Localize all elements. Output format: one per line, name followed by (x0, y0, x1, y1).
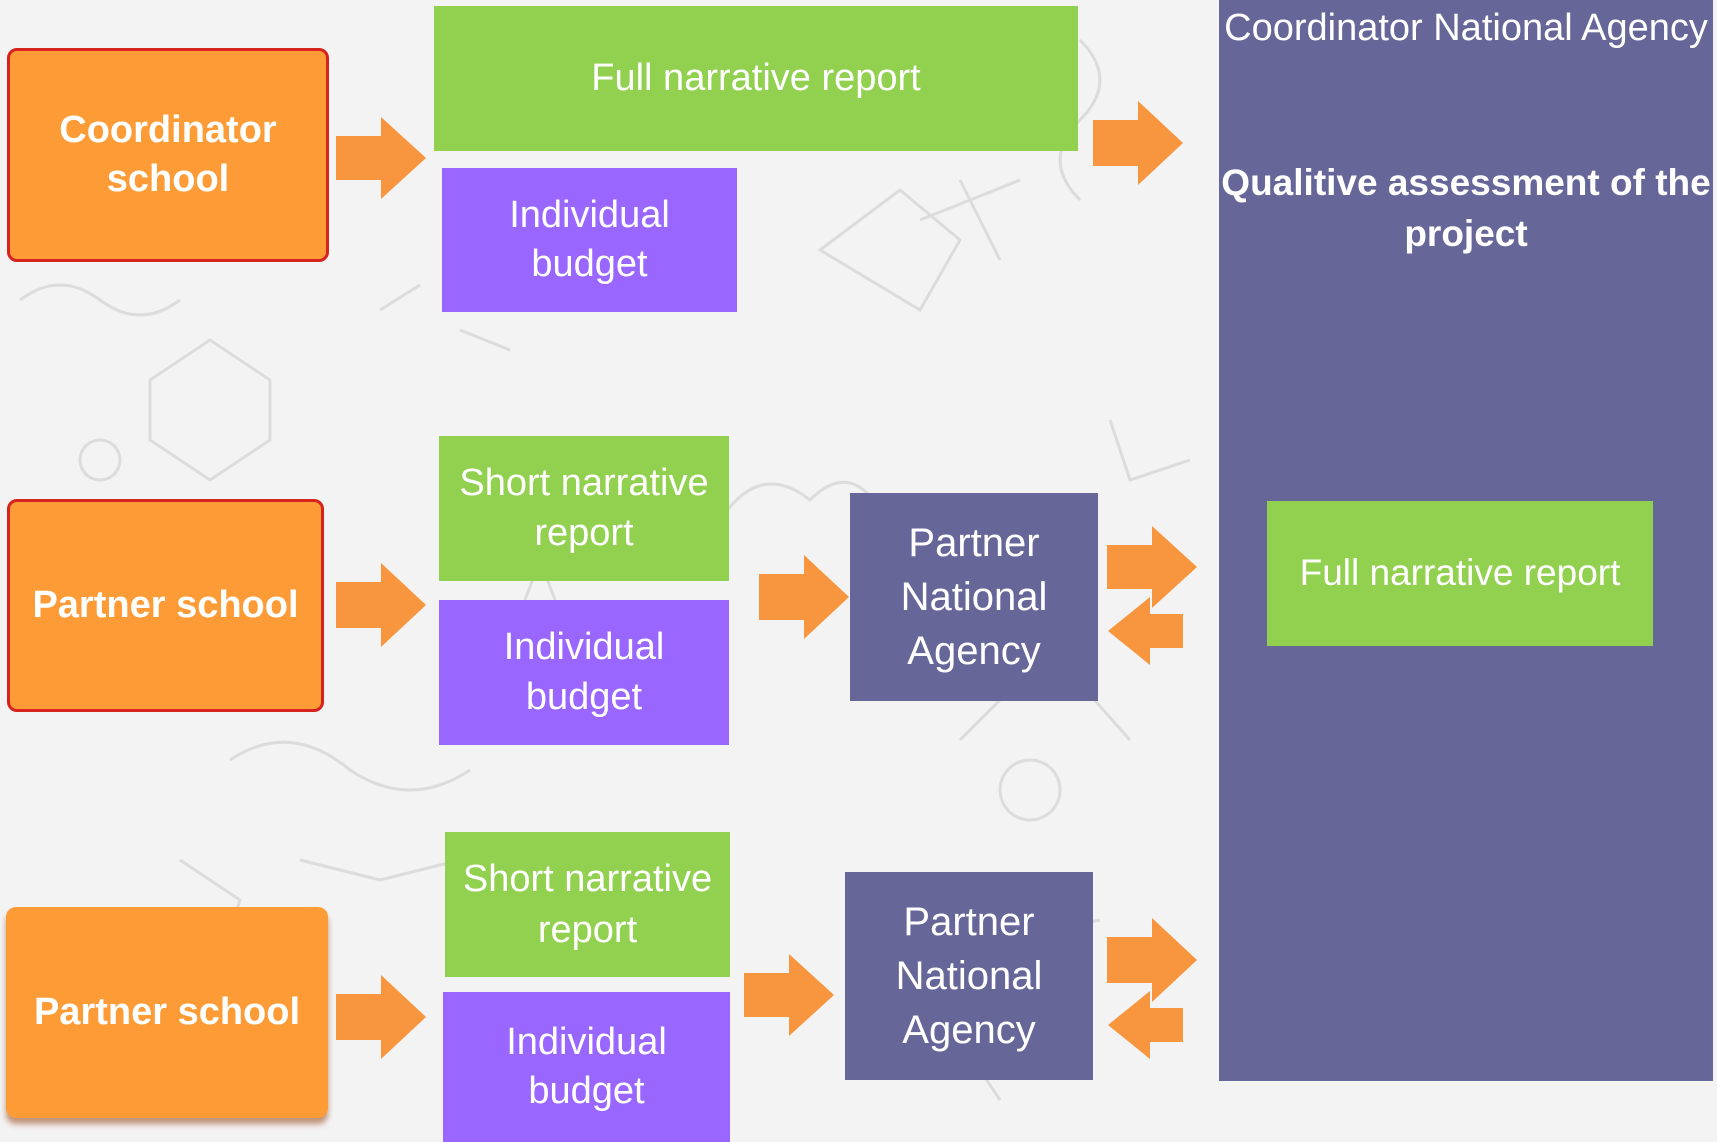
partner-school-1-box: Partner school (7, 499, 324, 712)
qualitative-assessment-label: Qualitive assessment of the project (1221, 162, 1711, 255)
arrow-partner-docs-2-to-agency (744, 954, 834, 1036)
coordinator-national-agency-title: Coordinator National Agency (1224, 7, 1708, 49)
partner-2-individual-budget: Individual budget (443, 992, 730, 1142)
partner-1-individual-budget: Individual budget (439, 600, 729, 745)
arrow-partner-school-2-to-docs (336, 975, 426, 1059)
partner-school-2-box: Partner school (6, 907, 328, 1118)
partner-national-agency-2: Partner National Agency (845, 872, 1093, 1080)
coordinator-agency-full-narrative-report: Full narrative report (1267, 501, 1653, 646)
arrow-coordinator-docs-to-agency (1093, 101, 1183, 185)
arrow-coordinator-agency-to-partner-agency-1 (1108, 597, 1183, 665)
partner-1-short-narrative-report: Short narrative report (439, 436, 729, 581)
partner-national-agency-1: Partner National Agency (850, 493, 1098, 701)
partner-2-short-narrative-report: Short narrative report (445, 832, 730, 977)
arrow-partner-agency-2-to-coordinator-agency (1107, 918, 1197, 1002)
coordinator-full-narrative-report: Full narrative report (434, 6, 1078, 151)
arrow-coordinator-agency-to-partner-agency-2 (1108, 991, 1183, 1059)
arrow-partner-docs-1-to-agency (759, 555, 849, 639)
coordinator-school-box: Coordinator school (7, 48, 329, 262)
arrow-partner-school-1-to-docs (336, 563, 426, 647)
arrow-partner-agency-1-to-coordinator-agency (1107, 526, 1197, 608)
coordinator-individual-budget: Individual budget (442, 168, 737, 312)
arrow-coordinator-school-to-docs (336, 117, 426, 199)
